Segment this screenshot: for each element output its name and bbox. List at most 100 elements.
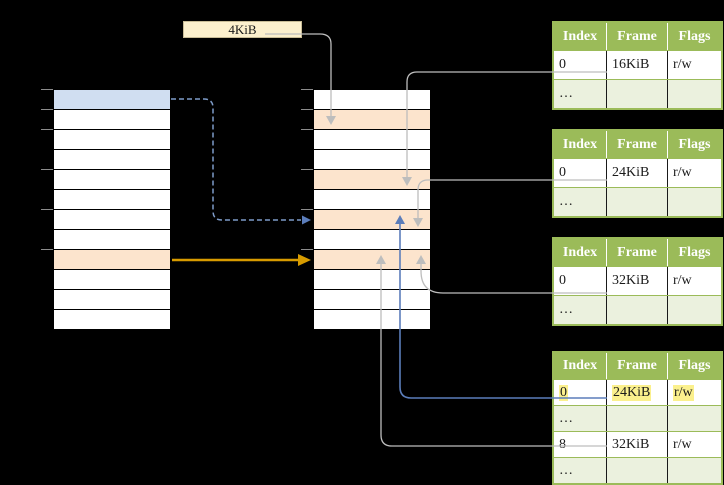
- arrow-virtual-page0-to-frame-24kib: [171, 98, 301, 221]
- column-header-flags: Flags: [678, 28, 711, 44]
- page-table-3-row-2: …: [554, 295, 721, 324]
- physical-memory-row-8: [314, 230, 430, 250]
- column-header-index: Index: [554, 23, 607, 50]
- table-cell: [668, 458, 721, 483]
- virtual-memory-row-8: [54, 230, 170, 250]
- page-table-4-row-2: …: [554, 405, 721, 431]
- table-cell: …: [554, 80, 607, 108]
- physical-memory-row-4: [314, 150, 430, 170]
- column-header-index: Index: [554, 131, 607, 158]
- page-table-2-row-2: …: [554, 187, 721, 216]
- physical-address-tick: [301, 109, 313, 110]
- arrow-head-right-icon: [302, 215, 311, 225]
- physical-memory-table: [313, 89, 431, 330]
- table-cell: 0: [554, 380, 607, 405]
- table-cell: [668, 296, 721, 324]
- physical-memory-row-5: [314, 170, 430, 190]
- table-cell: 0: [554, 267, 607, 295]
- highlighted-value: r/w: [673, 384, 694, 401]
- virtual-address-tick: [41, 129, 53, 130]
- table-cell: …: [554, 296, 607, 324]
- column-header-frame: Frame: [607, 131, 668, 158]
- table-cell: r/w: [673, 436, 692, 452]
- table-cell: [668, 80, 721, 108]
- table-cell: [607, 80, 668, 108]
- column-header-index: Index: [554, 239, 607, 266]
- virtual-memory-table: [53, 89, 171, 330]
- table-cell: [668, 406, 721, 431]
- virtual-memory-row-2: [54, 110, 170, 130]
- virtual-memory-row-4: [54, 150, 170, 170]
- physical-memory-row-1: [314, 90, 430, 110]
- table-cell: [607, 296, 668, 324]
- column-header-index: Index: [554, 353, 607, 379]
- table-cell: 32KiB: [607, 432, 668, 457]
- table-cell: r/w: [673, 165, 692, 180]
- column-header-flags: Flags: [678, 244, 711, 260]
- table-cell: 0: [554, 159, 607, 187]
- physical-memory-row-2: [314, 110, 430, 130]
- virtual-memory-row-6: [54, 190, 170, 210]
- physical-address-tick: [301, 249, 313, 250]
- highlighted-value: 0: [559, 384, 568, 401]
- table-cell: 8: [554, 432, 607, 457]
- virtual-address-tick: [41, 209, 53, 210]
- table-cell: 24KiB: [607, 159, 668, 187]
- table-cell: [607, 188, 668, 216]
- column-header-frame: Frame: [607, 353, 668, 379]
- physical-memory-row-12: [314, 310, 430, 329]
- column-header-frame: Frame: [607, 239, 668, 266]
- virtual-memory-row-9: [54, 250, 170, 270]
- column-header-flags: Flags: [678, 136, 711, 152]
- table-cell: …: [554, 406, 607, 431]
- table-cell: 32KiB: [607, 267, 668, 295]
- table-cell: …: [554, 458, 607, 483]
- highlighted-value: 24KiB: [612, 384, 652, 401]
- table-cell: 24KiB: [607, 380, 668, 405]
- table-cell: r/w: [673, 57, 692, 72]
- virtual-memory-row-5: [54, 170, 170, 190]
- table-cell: [668, 188, 721, 216]
- physical-memory-row-9: [314, 250, 430, 270]
- physical-memory-row-11: [314, 290, 430, 310]
- table-cell: r/w: [668, 380, 721, 405]
- page-table-4-row-1: 0 24KiB r/w: [554, 379, 721, 405]
- table-cell: [607, 458, 668, 483]
- page-size-label: 4KiB: [228, 22, 257, 37]
- physical-memory-row-3: [314, 130, 430, 150]
- page-size-label-box: 4KiB: [183, 21, 302, 38]
- virtual-memory-row-10: [54, 270, 170, 290]
- physical-address-tick: [301, 209, 313, 210]
- virtual-memory-row-1: [54, 90, 170, 110]
- table-cell: 0: [554, 51, 607, 79]
- column-header-frame: Frame: [607, 23, 668, 50]
- column-header-flags: Flags: [678, 358, 711, 373]
- physical-memory-row-7: [314, 210, 430, 230]
- virtual-address-tick: [41, 169, 53, 170]
- virtual-address-tick: [41, 249, 53, 250]
- virtual-address-tick: [41, 89, 53, 90]
- physical-memory-row-10: [314, 270, 430, 290]
- table-cell: …: [554, 188, 607, 216]
- table-cell: [607, 406, 668, 431]
- page-table-4-row-4: …: [554, 457, 721, 483]
- table-cell: 16KiB: [607, 51, 668, 79]
- physical-address-tick: [301, 169, 313, 170]
- virtual-memory-row-11: [54, 290, 170, 310]
- virtual-memory-row-3: [54, 130, 170, 150]
- physical-address-tick: [301, 129, 313, 130]
- arrow-head-right-icon: [298, 254, 311, 266]
- virtual-memory-row-7: [54, 210, 170, 230]
